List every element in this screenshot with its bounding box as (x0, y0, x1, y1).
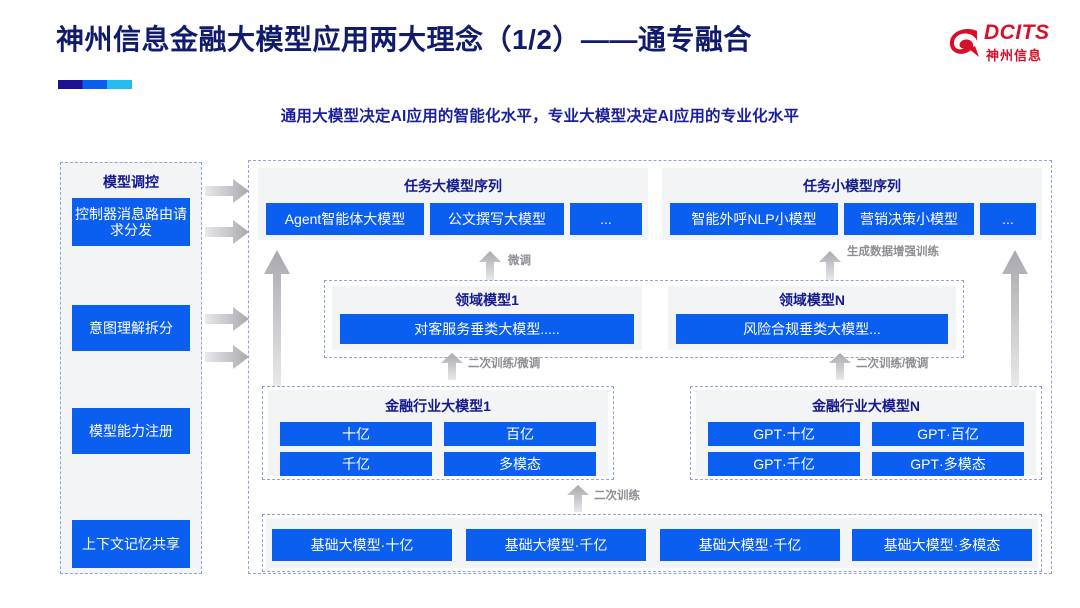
main-architecture-border (248, 160, 1052, 574)
domain-model-row-border (324, 280, 964, 358)
domain-model-1-item-0[interactable]: 对客服务垂类大模型..... (340, 314, 634, 344)
sidebar-item-intent-understanding[interactable]: 意图理解拆分 (72, 305, 190, 351)
sidebar-title: 模型调控 (103, 174, 159, 190)
domain-model-1-title: 领域模型1 (455, 292, 519, 308)
task-large-model-item-1[interactable]: 公文撰写大模型 (430, 203, 564, 235)
industry-model-1-item-1[interactable]: 百亿 (444, 422, 596, 446)
page-subtitle: 通用大模型决定AI应用的智能化水平，专业大模型决定AI应用的专业化水平 (280, 108, 800, 125)
industry-model-n-item-1[interactable]: GPT·百亿 (872, 422, 1024, 446)
sidebar-border (60, 162, 202, 574)
foundation-model-item-1[interactable]: 基础大模型·千亿 (466, 529, 646, 561)
industry-model-n-border (690, 386, 1042, 480)
task-large-model-item-0[interactable]: Agent智能体大模型 (266, 203, 424, 235)
flow-label-data-aug: 生成数据增强训练 (847, 246, 939, 258)
task-large-model-title: 任务大模型序列 (404, 178, 502, 194)
flow-arrow-up-retrain (567, 485, 589, 512)
task-large-model-item-2[interactable]: ... (570, 203, 642, 235)
flow-label-finetune: 微调 (508, 255, 531, 267)
flow-label-retrain-finetune-right: 二次训练/微调 (856, 358, 929, 370)
industry-model-n-item-3[interactable]: GPT·多模态 (872, 452, 1024, 476)
foundation-model-item-0[interactable]: 基础大模型·十亿 (272, 529, 452, 561)
industry-model-n-item-2[interactable]: GPT·千亿 (708, 452, 860, 476)
flow-arrow-up-long-right (1002, 250, 1028, 386)
sidebar-item-context-memory-share[interactable]: 上下文记忆共享 (72, 520, 190, 568)
page-title: 神州信息金融大模型应用两大理念（1/2）——通专融合 (56, 24, 752, 55)
domain-model-n-item-0[interactable]: 风险合规垂类大模型... (676, 314, 948, 344)
accent-bar (58, 80, 132, 89)
logo-subtext: 神州信息 (986, 48, 1043, 63)
task-small-model-item-2[interactable]: ... (980, 203, 1036, 235)
industry-model-1-item-2[interactable]: 千亿 (280, 452, 432, 476)
domain-model-n-title: 领域模型N (778, 292, 846, 308)
task-small-model-item-0[interactable]: 智能外呼NLP小模型 (670, 203, 838, 235)
flow-arrow-right-4 (205, 345, 249, 369)
industry-model-n-title: 金融行业大模型N (811, 398, 921, 414)
flow-arrow-up-data-aug (819, 251, 841, 280)
sidebar-item-controller-routing[interactable]: 控制器消息路由请求分发 (72, 198, 190, 246)
industry-model-1-title: 金融行业大模型1 (385, 398, 491, 414)
flow-arrow-up-long-left (264, 250, 290, 386)
foundation-model-item-3[interactable]: 基础大模型·多模态 (852, 529, 1032, 561)
flow-arrow-up-finetune (479, 251, 501, 280)
flow-arrow-up-retrain-right (829, 353, 851, 380)
industry-model-n-item-0[interactable]: GPT·十亿 (708, 422, 860, 446)
industry-model-1-border (262, 386, 614, 480)
foundation-model-border (262, 514, 1042, 572)
industry-model-1-item-0[interactable]: 十亿 (280, 422, 432, 446)
task-small-model-title: 任务小模型序列 (803, 178, 901, 194)
foundation-model-item-2[interactable]: 基础大模型·千亿 (660, 529, 840, 561)
flow-arrow-right-1 (205, 179, 249, 203)
flow-label-retrain-finetune-left: 二次训练/微调 (468, 358, 541, 370)
company-logo: DCITS 神州信息 (946, 20, 1066, 70)
flow-arrow-right-2 (205, 220, 249, 244)
logo-wordmark: DCITS (984, 21, 1050, 44)
flow-arrow-right-3 (205, 307, 249, 331)
industry-model-1-item-3[interactable]: 多模态 (444, 452, 596, 476)
flow-arrow-up-retrain-left (441, 353, 463, 380)
dcits-swirl-icon (949, 29, 979, 57)
sidebar-item-model-capability-register[interactable]: 模型能力注册 (72, 408, 190, 454)
task-small-model-item-1[interactable]: 营销决策小模型 (844, 203, 974, 235)
flow-label-retrain: 二次训练 (594, 490, 640, 502)
